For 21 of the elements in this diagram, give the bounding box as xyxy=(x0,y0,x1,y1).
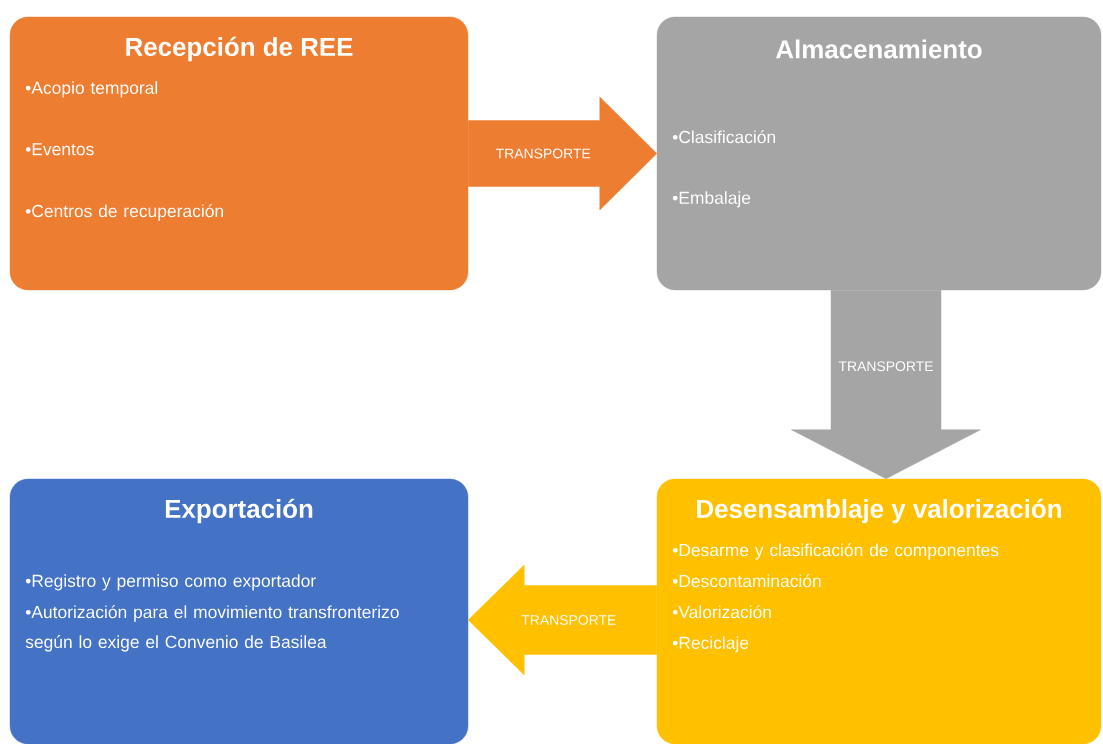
box-heading: Desensamblaje y valorización xyxy=(697,498,1061,524)
bullet-item: •Centros de recuperación xyxy=(25,204,223,221)
bullet-item: •Autorización para el movimiento transfronterizo según lo exige el Convenio de Basilea xyxy=(25,605,399,652)
bullet-item: •Clasificación xyxy=(672,130,775,144)
bullet-item: •Reciclaje xyxy=(672,636,749,653)
edge-label: TRANSPORTE xyxy=(521,615,616,625)
edge-label: TRANSPORTE xyxy=(496,148,591,159)
block-arrow xyxy=(791,289,981,480)
box-heading: Almacenamiento xyxy=(776,39,982,59)
bullet-item: •Eventos xyxy=(25,143,94,156)
bullet-item: •Desarme y clasificación de componentes xyxy=(672,543,999,560)
edge-label: TRANSPORTE xyxy=(838,361,933,372)
block-arrow xyxy=(467,564,658,676)
box-heading: Recepción de REE xyxy=(126,36,353,62)
block-arrow xyxy=(467,96,658,211)
bullet-item: •Valorización xyxy=(672,605,771,619)
box-heading: Exportación xyxy=(165,498,313,524)
bullet-item: •Registro y permiso como exportador xyxy=(25,574,316,591)
bullet-item: •Acopio temporal xyxy=(25,81,158,98)
bullet-item: •Embalaje xyxy=(672,191,751,208)
bullet-item: •Descontaminación xyxy=(672,574,821,588)
